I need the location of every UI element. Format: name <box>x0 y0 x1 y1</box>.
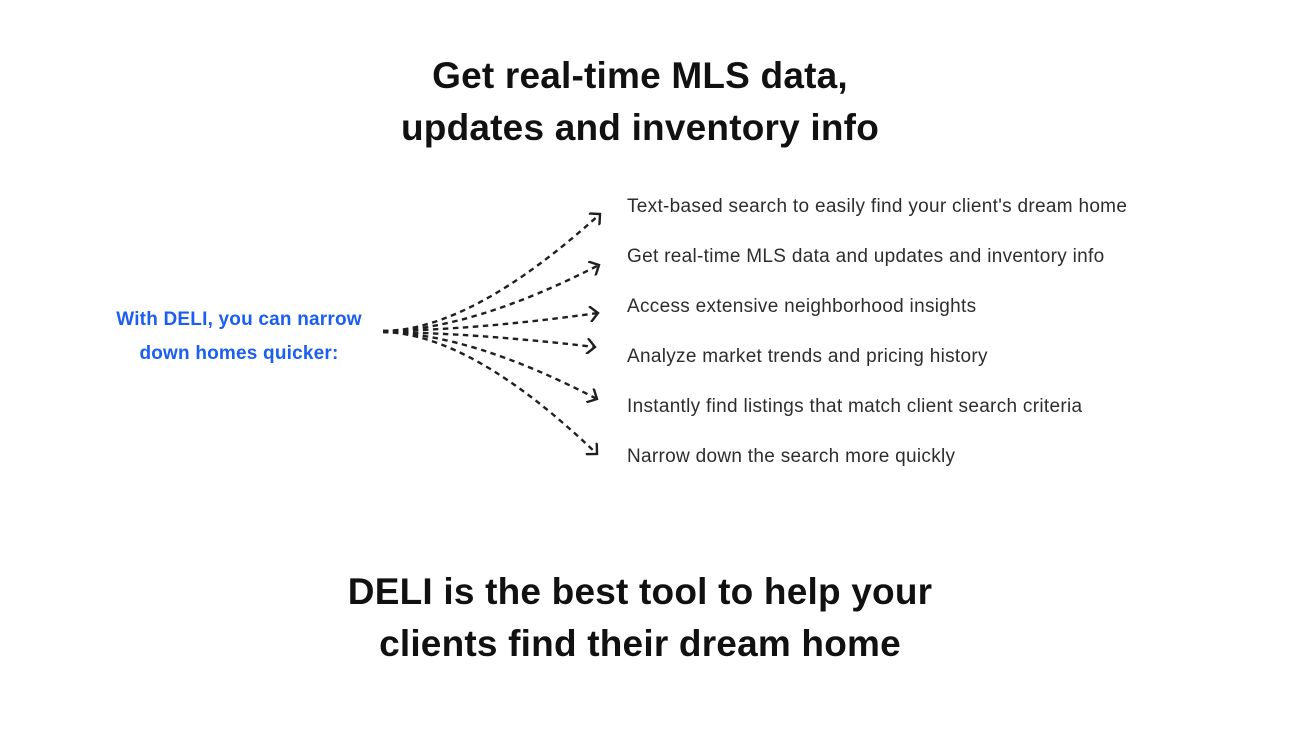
list-item: Get real-time MLS data and updates and i… <box>627 246 1105 267</box>
bottom-heading-line-1: DELI is the best tool to help your <box>347 571 933 612</box>
top-heading-line-1: Get real-time MLS data, <box>432 55 848 96</box>
bottom-heading-line-2: clients find their dream home <box>379 623 901 664</box>
list-item: Analyze market trends and pricing histor… <box>627 346 988 367</box>
diagram-label: With DELI, you can narrow down homes qui… <box>61 303 417 371</box>
diagram-label-line-1: With DELI, you can narrow <box>116 309 362 330</box>
top-heading-line-2: updates and inventory info <box>400 107 880 148</box>
list-item: Narrow down the search more quickly <box>627 446 956 467</box>
top-heading: Get real-time MLS data, updates and inve… <box>0 50 1280 154</box>
list-item: Access extensive neighborhood insights <box>627 296 977 317</box>
benefit-list: Text-based search to easily find your cl… <box>627 195 1127 495</box>
diagram-label-line-2: down homes quicker: <box>139 343 339 364</box>
bottom-heading: DELI is the best tool to help your clien… <box>0 566 1280 670</box>
list-item: Instantly find listings that match clien… <box>627 396 1083 417</box>
list-item: Text-based search to easily find your cl… <box>627 196 1128 217</box>
